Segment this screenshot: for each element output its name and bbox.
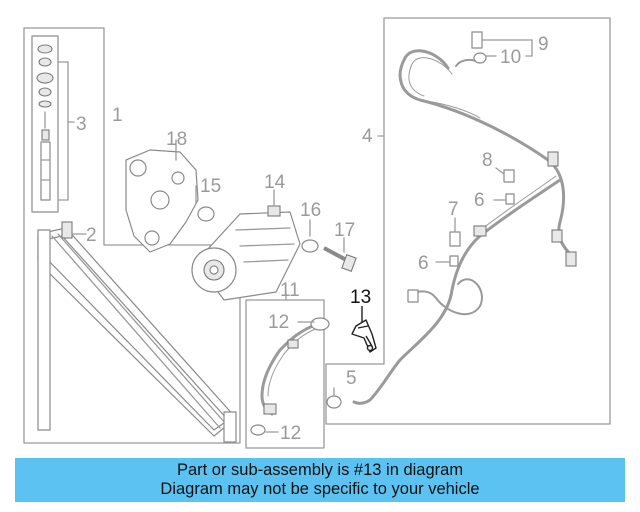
callout-14: 14 [264,172,286,193]
callout-18: 18 [166,129,187,150]
callout-9: 9 [538,34,549,55]
callout-13-highlighted[interactable]: 13 [350,287,371,308]
callout-6b: 6 [418,253,429,274]
callout-17: 17 [334,220,355,241]
washer-15 [195,185,215,222]
sensor-8 [495,167,515,183]
callout-12b: 12 [280,423,301,444]
hose-11 [250,317,330,436]
compressor [191,189,301,301]
o-ring-5 [326,387,342,409]
valve-9 [471,31,533,64]
service-caps-6 [435,193,515,267]
parts-diagram: 1 2 3 4 5 6 6 7 8 9 10 11 12 12 13 14 15… [23,17,611,449]
switch-7 [449,217,461,247]
callout-7: 7 [448,199,459,220]
callout-2: 2 [86,225,97,246]
o-ring-16 [301,219,319,253]
callout-11: 11 [280,280,300,301]
callout-16: 16 [300,200,321,221]
info-banner: Part or sub-assembly is #13 in diagram D… [15,458,625,502]
callout-5: 5 [346,368,357,389]
part-13-bracket-highlighted[interactable] [351,306,377,353]
dryer-parts-stack [31,35,75,213]
callout-12a: 12 [268,312,289,333]
callout-4: 4 [362,126,373,147]
banner-line-disclaimer: Diagram may not be specific to your vehi… [160,480,480,498]
condenser [37,221,237,443]
refrigerant-lines [352,49,577,405]
callout-8: 8 [482,150,493,171]
callout-15: 15 [200,176,221,197]
callout-10: 10 [500,47,521,68]
compressor-bracket [125,139,199,253]
callout-6a: 6 [474,190,485,211]
banner-line-part: Part or sub-assembly is #13 in diagram [176,461,464,479]
group-4-outline [325,17,611,425]
group-11-outline [245,293,325,449]
bolt-17 [323,237,357,272]
callout-3: 3 [76,114,87,135]
callout-1: 1 [112,105,123,126]
